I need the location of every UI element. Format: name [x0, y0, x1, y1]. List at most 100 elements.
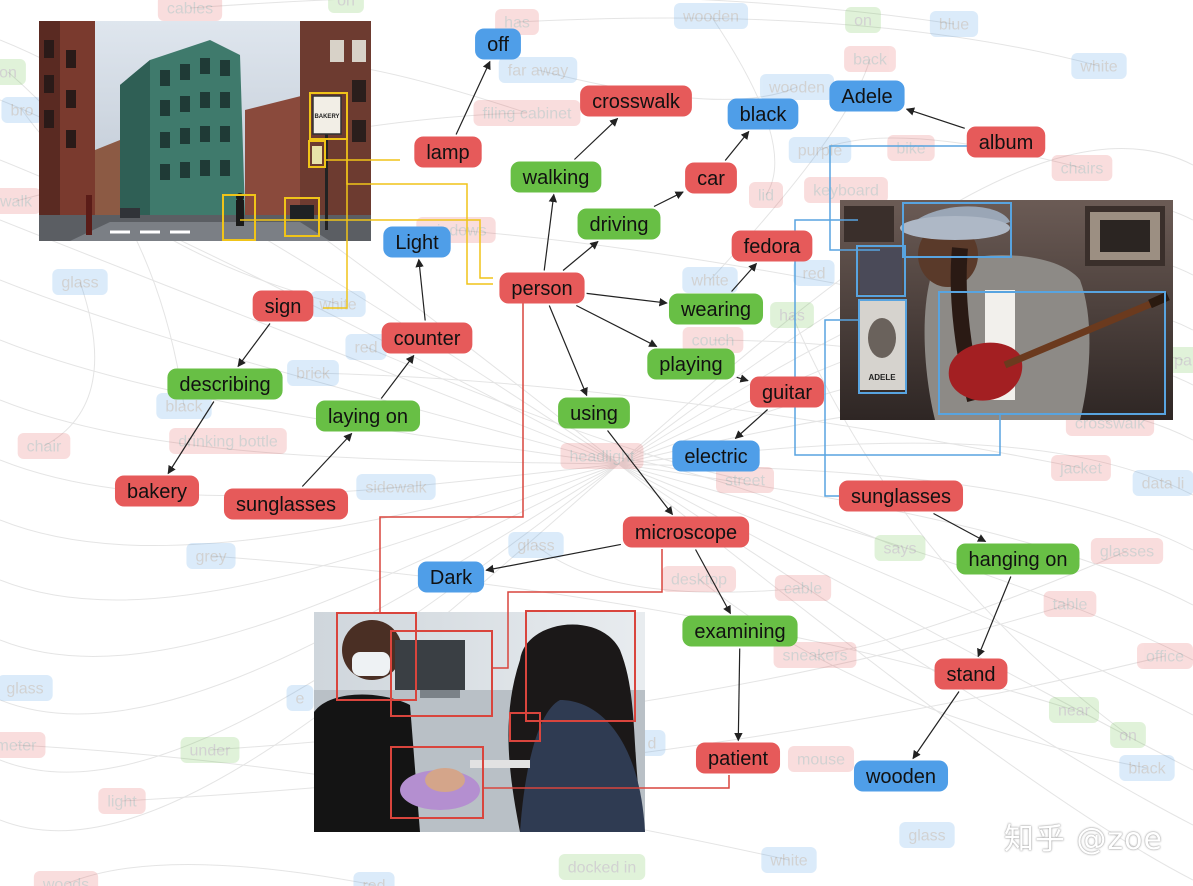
background-term: red — [353, 872, 395, 886]
edge-hanging_on-to-stand — [977, 576, 1012, 658]
background-term-label: glass — [517, 538, 554, 555]
background-term: on — [0, 59, 26, 85]
background-term-box — [157, 0, 223, 21]
background-term-label: woods — [42, 877, 89, 886]
background-term: far away — [498, 57, 578, 83]
background-term-label: grey — [195, 549, 226, 566]
background-term: drinking bottle — [169, 428, 287, 454]
background-term-box — [0, 732, 46, 758]
edge-lamp-to-off — [455, 60, 491, 135]
background-term-label: has — [779, 308, 805, 325]
background-term: data li — [1132, 470, 1193, 496]
edge-driving-to-car — [653, 191, 684, 208]
background-term-box — [1051, 455, 1111, 481]
node-label: driving — [590, 214, 649, 236]
background-term-box — [748, 182, 784, 208]
node-describing: describing — [167, 368, 283, 400]
background-term-box — [874, 535, 926, 561]
edge-describing-to-bakery — [167, 401, 215, 475]
node-label: sign — [265, 296, 302, 318]
background-term: desktop — [661, 566, 737, 592]
edge-microscope-to-dark — [485, 543, 621, 573]
background-term: street — [715, 467, 775, 493]
node-label: bakery — [127, 481, 187, 503]
background-term-label: drinking bottle — [178, 434, 278, 451]
node-box-object — [114, 475, 200, 507]
node-box-relation — [167, 368, 283, 400]
node-label: sunglasses — [236, 494, 336, 516]
node-box-object — [381, 322, 473, 354]
background-term-label: back — [853, 52, 888, 69]
node-label: describing — [179, 374, 270, 396]
background-term-label: mouse — [797, 752, 845, 769]
background-term: glass — [508, 532, 564, 558]
background-term-box — [1048, 697, 1100, 723]
background-term-label: headlight — [570, 449, 636, 466]
background-term-label: chairs — [1061, 161, 1104, 178]
node-label: wooden — [865, 766, 936, 788]
node-label: examining — [694, 621, 785, 643]
background-term: has — [770, 302, 814, 328]
background-term-label: wooden — [768, 80, 825, 97]
node-label: album — [979, 132, 1033, 154]
background-link — [0, 148, 1193, 831]
background-term: headlight — [560, 443, 644, 469]
background-term-label: walk — [0, 194, 33, 211]
node-label: guitar — [762, 382, 812, 404]
background-term-box — [1, 97, 43, 123]
background-term: glass — [899, 822, 955, 848]
background-term-box — [1051, 155, 1113, 181]
background-link — [698, 578, 1148, 769]
node-box-object — [695, 742, 781, 774]
node-sign: sign — [252, 290, 314, 322]
background-term-label: brick — [296, 366, 331, 383]
node-label: using — [570, 403, 618, 425]
node-hanging-on: hanging on — [956, 543, 1080, 575]
background-term: light — [98, 788, 146, 814]
edge-stand-to-wooden — [912, 691, 960, 760]
background-term-label: red — [354, 340, 377, 357]
node-box-object — [414, 136, 482, 168]
dentist-bounding-boxes — [336, 610, 636, 819]
background-term: white — [761, 847, 817, 873]
background-term: white — [1071, 53, 1127, 79]
background-term-box — [498, 57, 578, 83]
background-term-box — [33, 871, 99, 886]
background-term: blue — [929, 11, 979, 37]
node-adele: Adele — [829, 80, 905, 112]
background-term: wooden — [673, 3, 749, 29]
background-term: on — [1110, 722, 1146, 748]
background-term-box — [1090, 538, 1164, 564]
edge-sunglasses1-to-laying_on — [301, 432, 353, 487]
musician-photo: ADELE — [840, 200, 1173, 420]
background-term-box — [0, 675, 53, 701]
background-term-box — [773, 642, 857, 668]
node-label: hanging on — [969, 549, 1068, 571]
background-term-label: on — [1119, 728, 1137, 745]
background-term-label: says — [884, 541, 917, 558]
background-term-label: lid — [758, 188, 774, 205]
background-term-label: glass — [61, 275, 98, 292]
node-using: using — [558, 397, 630, 429]
background-term-box — [759, 74, 835, 100]
background-term: bro — [1, 97, 43, 123]
adele-album-text: ADELE — [868, 373, 896, 382]
background-term: keyboard — [804, 177, 888, 203]
background-term-label: glass — [6, 681, 43, 698]
node-car: car — [685, 162, 737, 194]
node-lamp: lamp — [414, 136, 482, 168]
background-term-label: red — [802, 266, 825, 283]
edge-walking-to-crosswalk — [574, 117, 619, 160]
background-term-box — [52, 269, 108, 295]
background-term-box — [793, 260, 835, 286]
node-box-relation — [668, 293, 764, 325]
background-term-label: has — [504, 15, 530, 32]
background-term-box — [1071, 53, 1127, 79]
node-box-object — [966, 126, 1046, 158]
background-term: says — [874, 535, 926, 561]
background-link — [516, 17, 1100, 67]
watermark: 知乎 @zoe — [1003, 822, 1163, 857]
node-label: counter — [394, 328, 461, 350]
background-term-label: purple — [798, 143, 843, 160]
background-term: grey — [186, 543, 236, 569]
